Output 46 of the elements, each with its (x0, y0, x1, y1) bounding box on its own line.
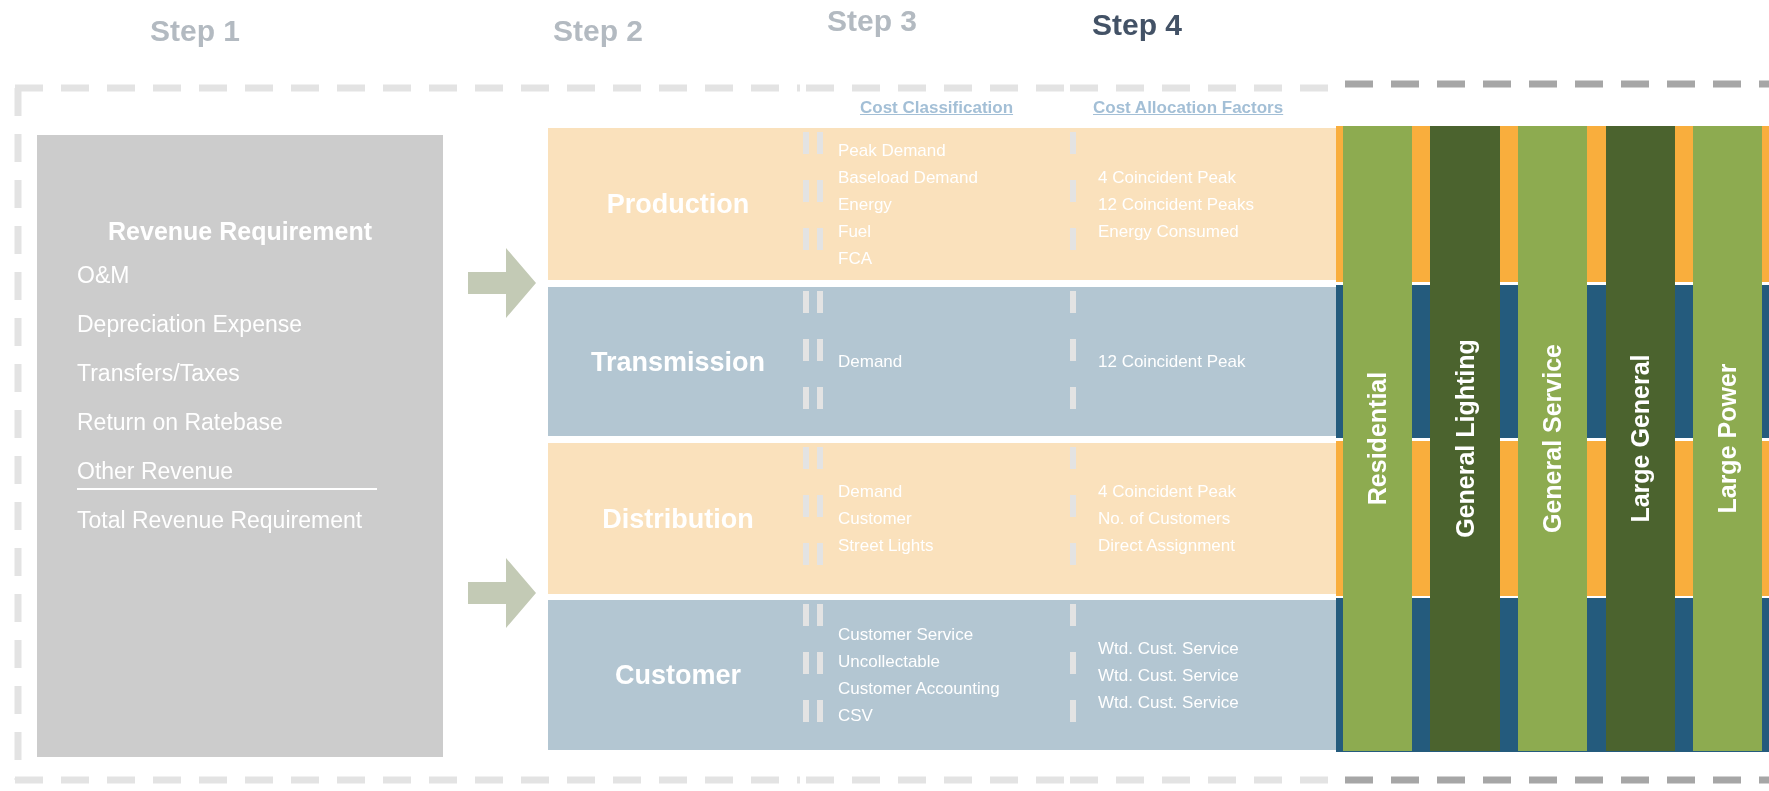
allocation-factor-item: Wtd. Cust. Service (1098, 664, 1240, 687)
block-arrow (468, 248, 536, 318)
allocation-factor-item: Direct Assignment (1098, 535, 1236, 557)
cost-class-item: Customer Accounting (838, 678, 1001, 700)
customer-class-bar (1518, 126, 1587, 751)
cost-class-item: Customer (838, 508, 913, 530)
allocation-factor-item: Energy Consumed (1098, 220, 1240, 243)
allocation-factor-item: No. of Customers (1098, 508, 1232, 530)
step-heading: Step 2 (553, 14, 644, 48)
step-heading: Step 4 (1092, 8, 1183, 42)
band-heading: Distribution (601, 503, 755, 534)
allocation-factor-item: 12 Coincident Peak (1098, 351, 1247, 373)
customer-class-bar (1343, 126, 1412, 751)
cost-class-item: Peak Demand (838, 139, 947, 162)
allocation-factor-item: Wtd. Cust. Service (1098, 637, 1240, 660)
bar-label: General Service (1538, 344, 1567, 533)
band-heading: Transmission (589, 346, 767, 377)
cost-class-item: Energy (838, 193, 893, 216)
cost-class-item: Customer Service (838, 624, 975, 646)
block-arrow (468, 558, 536, 628)
allocation-factor-item: 4 Coincident Peak (1098, 481, 1237, 503)
cost-class-item: Street Lights (838, 535, 935, 557)
step-heading: Step 1 (150, 14, 241, 48)
band-heading: Customer (614, 659, 742, 691)
allocation-factor-item: 12 Coincident Peaks (1098, 193, 1255, 216)
customer-class-bar (1430, 126, 1500, 751)
cost-class-item: Uncollectable (838, 651, 942, 673)
revenue-box (37, 135, 443, 757)
bar-label: Large Power (1713, 363, 1742, 514)
customer-class-bar (1606, 126, 1675, 751)
bar-label: Large General (1626, 354, 1655, 523)
column-heading: Cost Allocation Factors (1093, 98, 1284, 118)
bar-label: Residential (1363, 371, 1392, 506)
step-heading: Step 3 (827, 4, 918, 38)
band-heading: Production (605, 188, 751, 220)
column-heading: Cost Classification (860, 98, 1014, 118)
allocation-factor-item: Wtd. Cust. Service (1098, 691, 1240, 714)
customer-class-bar (1693, 126, 1762, 751)
cost-class-item: Baseload Demand (838, 166, 979, 189)
allocation-factor-item: 4 Coincident Peak (1098, 166, 1237, 189)
cost-class-item: Fuel (838, 220, 873, 243)
cost-class-item: Demand (838, 481, 904, 503)
cost-class-item: FCA (838, 247, 873, 270)
cost-class-item: Demand (838, 351, 904, 373)
cost-class-item: CSV (838, 705, 874, 727)
bar-label: General Lighting (1450, 339, 1480, 538)
